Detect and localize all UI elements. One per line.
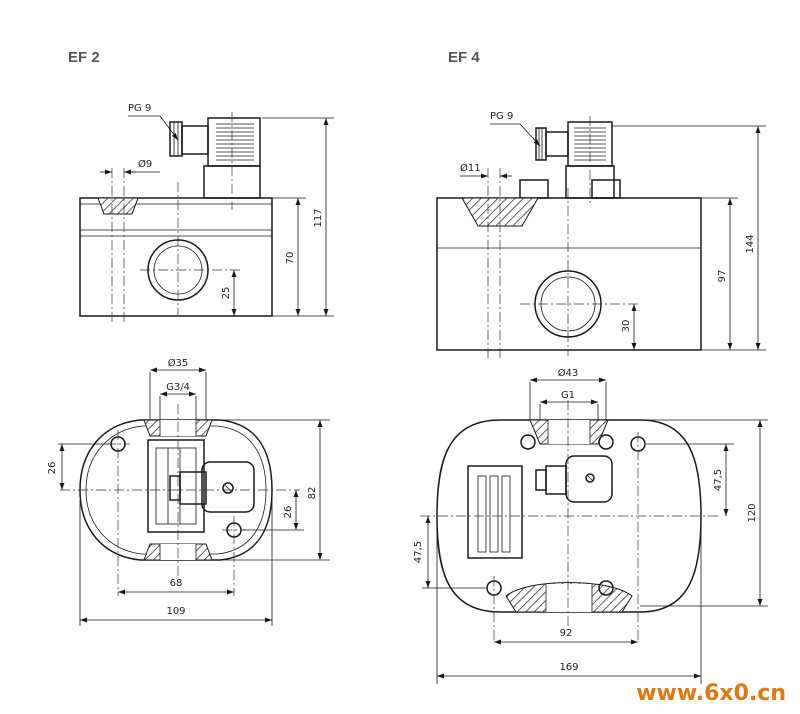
- ef2-front-dims: Ø9 PG 9 117 70 25: [100, 103, 334, 317]
- ef2-height-total-label: 117: [313, 208, 324, 227]
- ef4-thread-label: G1: [561, 390, 575, 401]
- ef4-port-height-label: 30: [621, 320, 632, 333]
- ef2-top-view: [60, 404, 300, 596]
- ef2-width-label: 109: [166, 606, 185, 617]
- ef2-hole-dia-label: Ø9: [138, 158, 152, 170]
- ef4-top-dims: Ø43 G1 120 47,5 47,5 92 169: [413, 367, 768, 684]
- ef2-port-height-label: 25: [221, 287, 232, 300]
- ef2-top-dims: Ø35 G3/4 82 26 26 68 109: [47, 357, 330, 626]
- ef2-hole-spacing-label: 68: [170, 578, 183, 589]
- ef2-depth-label: 82: [307, 487, 318, 500]
- ef2-port-dia-label: Ø35: [168, 357, 189, 369]
- ef2-connector-grille: [216, 123, 254, 161]
- ef2-offset-right-label: 26: [283, 506, 294, 519]
- ef2-connector-label: PG 9: [128, 103, 151, 114]
- watermark: www.6x0.cn: [636, 681, 786, 706]
- ef4-offset-right-label: 47,5: [713, 469, 724, 491]
- ef4-connector-label: PG 9: [490, 111, 513, 122]
- ef4-height-total-label: 144: [745, 234, 756, 253]
- title-ef2: EF 2: [68, 49, 100, 66]
- ef4-port-dia-label: Ø43: [558, 367, 579, 379]
- ef4-width-label: 169: [559, 662, 578, 673]
- ef4-offset-left-label: 47,5: [413, 541, 424, 563]
- ef2-height-body-label: 70: [285, 252, 296, 265]
- ef4-hole-spacing-label: 92: [560, 628, 573, 639]
- ef2-thread-label: G3/4: [166, 382, 190, 393]
- ef4-depth-label: 120: [747, 503, 758, 522]
- ef4-height-body-label: 97: [717, 270, 728, 283]
- ef2-offset-left-label: 26: [47, 462, 58, 475]
- ef4-front-dims: Ø11 PG 9 144 97 30: [460, 111, 766, 351]
- ef4-front-view: [436, 116, 702, 360]
- ef4-top-view: [420, 400, 720, 640]
- ef4-hole-dia-label: Ø11: [460, 162, 481, 174]
- title-ef4: EF 4: [448, 49, 480, 66]
- ef2-front-view: [79, 112, 273, 324]
